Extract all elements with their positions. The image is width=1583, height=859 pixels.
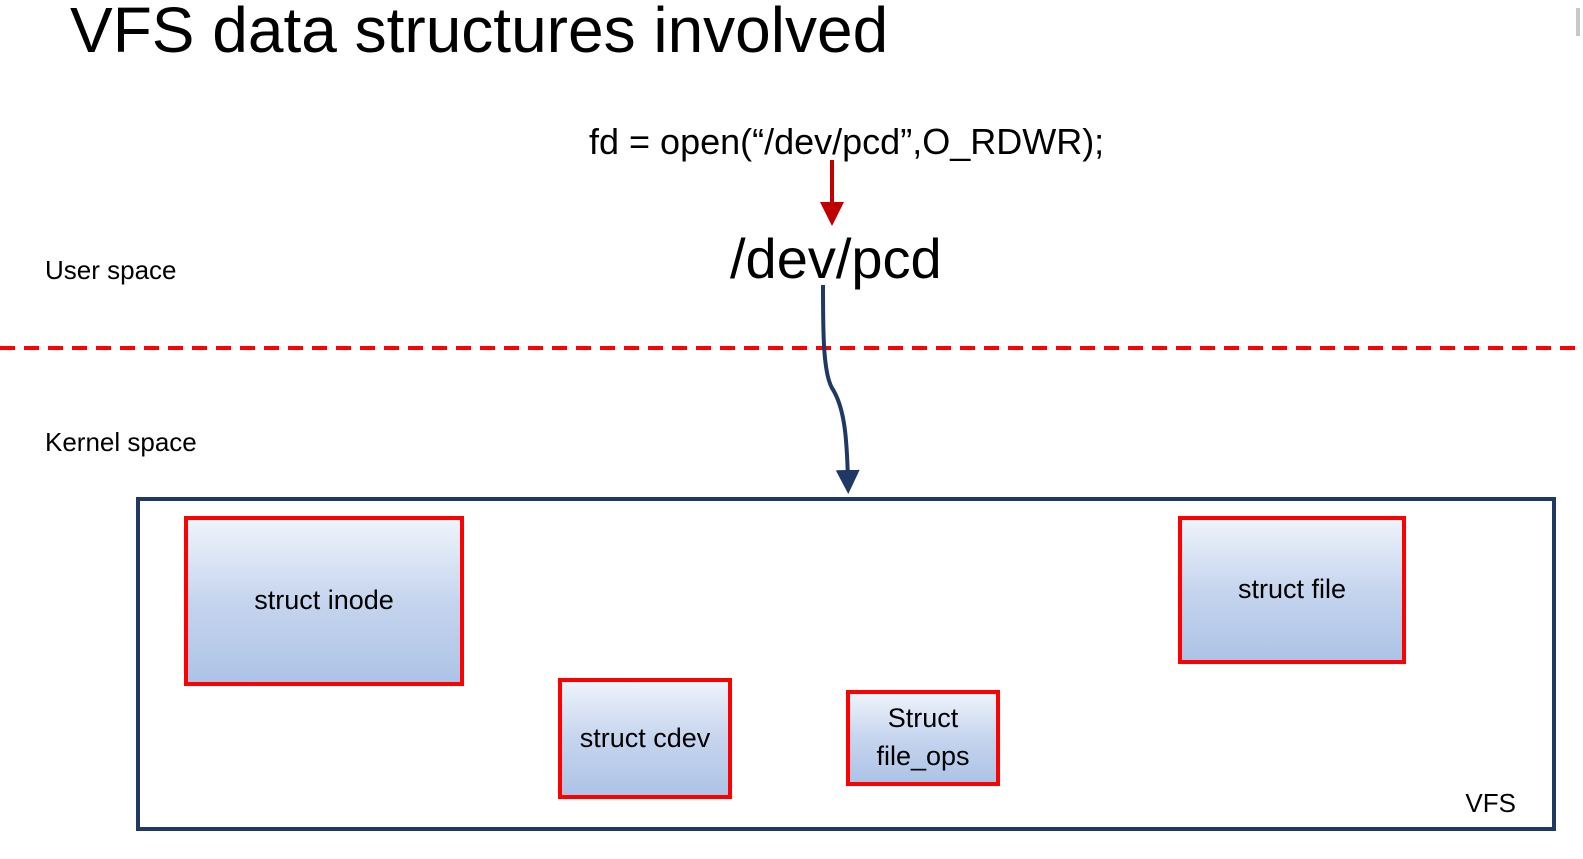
struct-file-label: struct file [1237,574,1347,605]
vfs-label: VFS [1465,787,1516,818]
struct-cdev-label: struct cdev [579,722,711,753]
slide-title: VFS data structures involved [70,0,889,66]
corner-handle-icon [1576,8,1580,36]
struct-inode-box: struct inode [184,516,464,686]
device-to-vfs-arrow [821,284,860,494]
struct-file-ops-box: Struct file_ops [846,690,1000,786]
struct-file-box: struct file [1178,516,1406,664]
device-file-path: /dev/pcd [730,227,942,290]
struct-inode-label: struct inode [254,585,394,616]
open-call-code: fd = open(“/dev/pcd”,O_RDWR); [589,121,1105,162]
struct-cdev-box: struct cdev [558,678,732,799]
vfs-container: VFS [136,497,1556,831]
kernel-space-label: Kernel space [45,427,197,457]
user-space-label: User space [45,255,177,285]
struct-file-ops-label: Struct file_ops [876,703,970,771]
